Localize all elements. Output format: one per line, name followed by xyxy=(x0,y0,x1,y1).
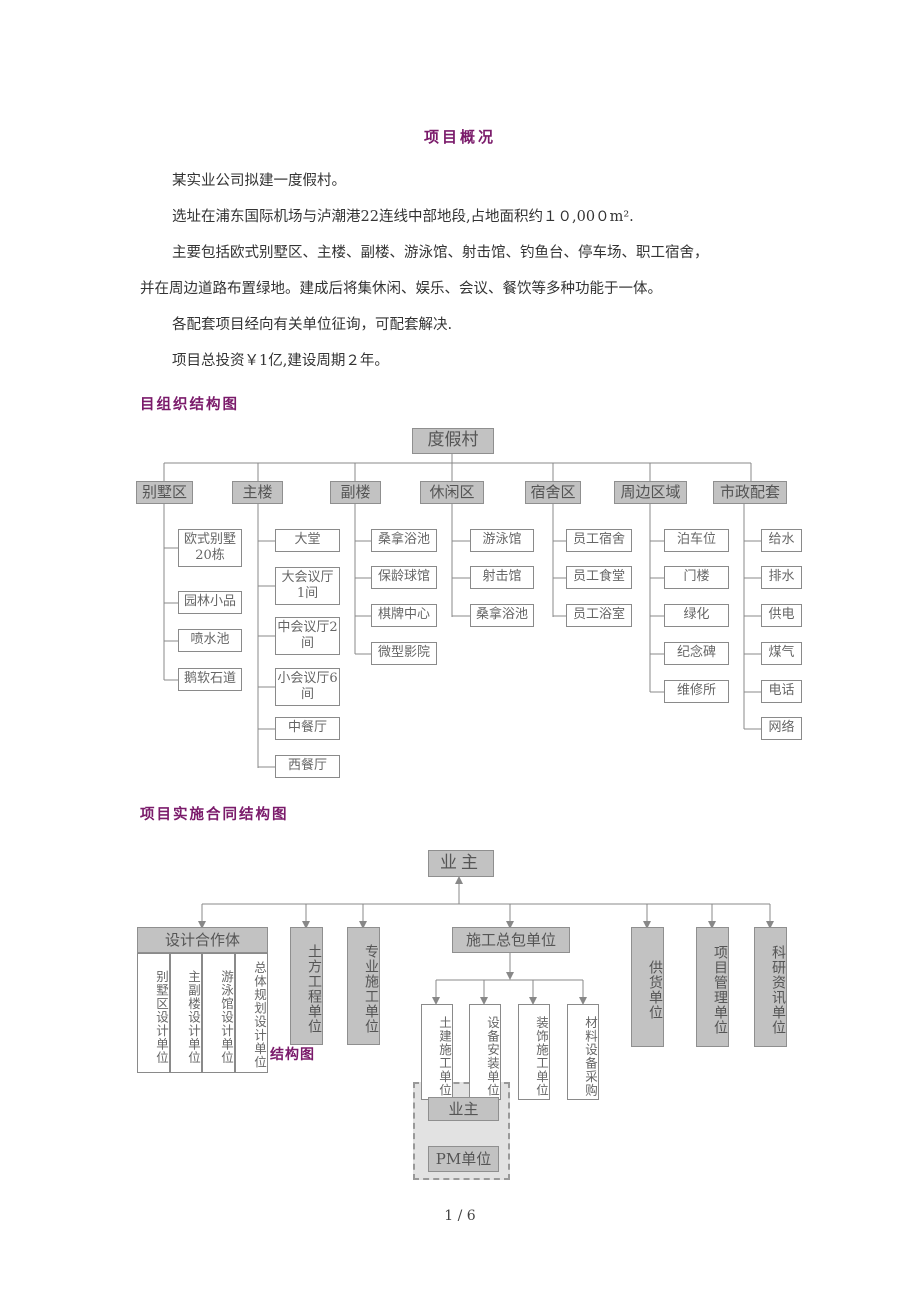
org-root-node: 度假村 xyxy=(412,428,494,454)
earthwork-unit-node: 土方工程单位 xyxy=(290,927,323,1045)
general-contractor-node: 施工总包单位 xyxy=(452,927,570,953)
paragraph-2: 选址在浦东国际机场与泸潮港22连线中部地段,占地面积约１０,00０m². xyxy=(172,209,634,225)
org-item: 桑拿浴池 xyxy=(371,529,437,552)
page-number: 1 / 6 xyxy=(444,1208,476,1224)
paragraph-3: 主要包括欧式别墅区、主楼、副楼、游泳馆、射击馆、钓鱼台、停车场、职工宿舍， xyxy=(172,245,709,261)
org-item: 微型影院 xyxy=(371,642,437,665)
org-item: 员工食堂 xyxy=(566,566,632,589)
org-branch-leisure: 休闲区 xyxy=(420,481,484,504)
owner-node: 业主 xyxy=(428,850,494,877)
gc-sub-decoration: 装饰施工单位 xyxy=(518,1004,550,1100)
org-chart-heading: 目组织结构图 xyxy=(140,397,239,413)
org-branch-villa: 别墅区 xyxy=(136,481,193,504)
gc-sub-procurement: 材料设备采购 xyxy=(567,1004,599,1100)
design-unit-villa: 别墅区设计单位 xyxy=(137,953,170,1073)
org-item: 排水 xyxy=(761,566,802,589)
org-item: 中会议厅2 间 xyxy=(275,617,340,655)
mini-owner-node: 业主 xyxy=(428,1097,499,1121)
paragraph-3-cont: 并在周边道路布置绿地。建成后将集休闲、娱乐、会议、餐饮等多种功能于一体。 xyxy=(140,281,662,297)
org-item: 煤气 xyxy=(761,642,802,665)
design-unit-main-annex: 主副楼设计单位 xyxy=(170,953,202,1073)
org-branch-dormitory: 宿舍区 xyxy=(525,481,581,504)
overlap-heading-fragment: 结构图 xyxy=(270,1047,315,1063)
org-item: 欧式别墅 20栋 xyxy=(178,529,242,567)
org-item: 保龄球馆 xyxy=(371,566,437,589)
org-item: 游泳馆 xyxy=(470,529,534,552)
design-group-node: 设计合作体 xyxy=(137,927,268,953)
org-item: 射击馆 xyxy=(470,566,534,589)
org-branch-municipal: 市政配套 xyxy=(713,481,787,504)
org-item: 棋牌中心 xyxy=(371,604,437,627)
org-item: 桑拿浴池 xyxy=(470,604,534,627)
org-branch-main-building: 主楼 xyxy=(232,481,283,504)
org-item: 维修所 xyxy=(664,680,729,703)
pm-unit-node: 项目管理单位 xyxy=(696,927,729,1047)
org-item: 大堂 xyxy=(275,529,340,552)
org-item: 泊车位 xyxy=(664,529,729,552)
org-item: 园林小品 xyxy=(178,591,242,614)
org-item: 纪念碑 xyxy=(664,642,729,665)
org-item: 员工浴室 xyxy=(566,604,632,627)
doc-title: 项目概况 xyxy=(423,128,496,146)
org-item: 绿化 xyxy=(664,604,729,627)
mini-pm-node: PM单位 xyxy=(428,1146,499,1172)
org-item: 门楼 xyxy=(664,566,729,589)
paragraph-1: 某实业公司拟建一度假村。 xyxy=(172,173,346,189)
org-item: 给水 xyxy=(761,529,802,552)
research-unit-node: 科研资讯单位 xyxy=(754,927,787,1047)
paragraph-5: 项目总投资￥1亿,建设周期２年。 xyxy=(172,353,389,369)
org-item: 西餐厅 xyxy=(275,755,340,778)
org-item: 供电 xyxy=(761,604,802,627)
supplier-node: 供货单位 xyxy=(631,927,664,1047)
org-branch-annex: 副楼 xyxy=(330,481,381,504)
design-unit-pool: 游泳馆设计单位 xyxy=(202,953,235,1073)
org-branch-surroundings: 周边区域 xyxy=(614,481,687,504)
org-item: 鹅软石道 xyxy=(178,668,242,691)
gc-sub-equipment: 设备安装单位 xyxy=(469,1004,501,1100)
org-item: 中餐厅 xyxy=(275,717,340,740)
design-unit-master-plan: 总体规划设计单位 xyxy=(235,953,268,1073)
org-item: 电话 xyxy=(761,680,802,703)
gc-sub-civil: 土建施工单位 xyxy=(421,1004,453,1100)
org-item: 小会议厅6 间 xyxy=(275,668,340,706)
contract-chart-heading: 项目实施合同结构图 xyxy=(140,807,289,823)
org-item: 喷水池 xyxy=(178,629,242,652)
org-item: 大会议厅 1间 xyxy=(275,567,340,605)
specialty-unit-node: 专业施工单位 xyxy=(347,927,380,1045)
org-item: 员工宿舍 xyxy=(566,529,632,552)
org-item: 网络 xyxy=(761,717,802,740)
paragraph-4: 各配套项目经向有关单位征询，可配套解决. xyxy=(172,317,453,333)
